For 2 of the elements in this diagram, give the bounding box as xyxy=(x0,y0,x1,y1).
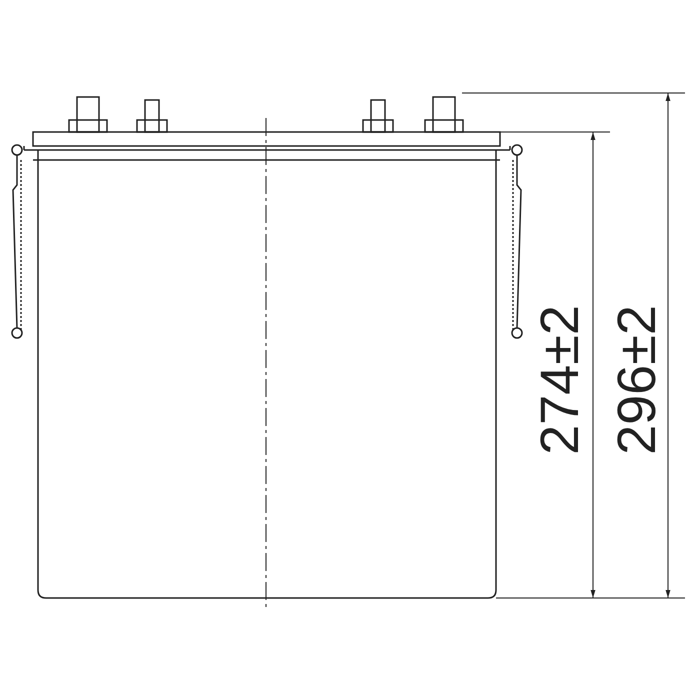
dimension-label: 296±2 xyxy=(610,305,664,455)
dimension-label: 274±2 xyxy=(533,305,587,455)
